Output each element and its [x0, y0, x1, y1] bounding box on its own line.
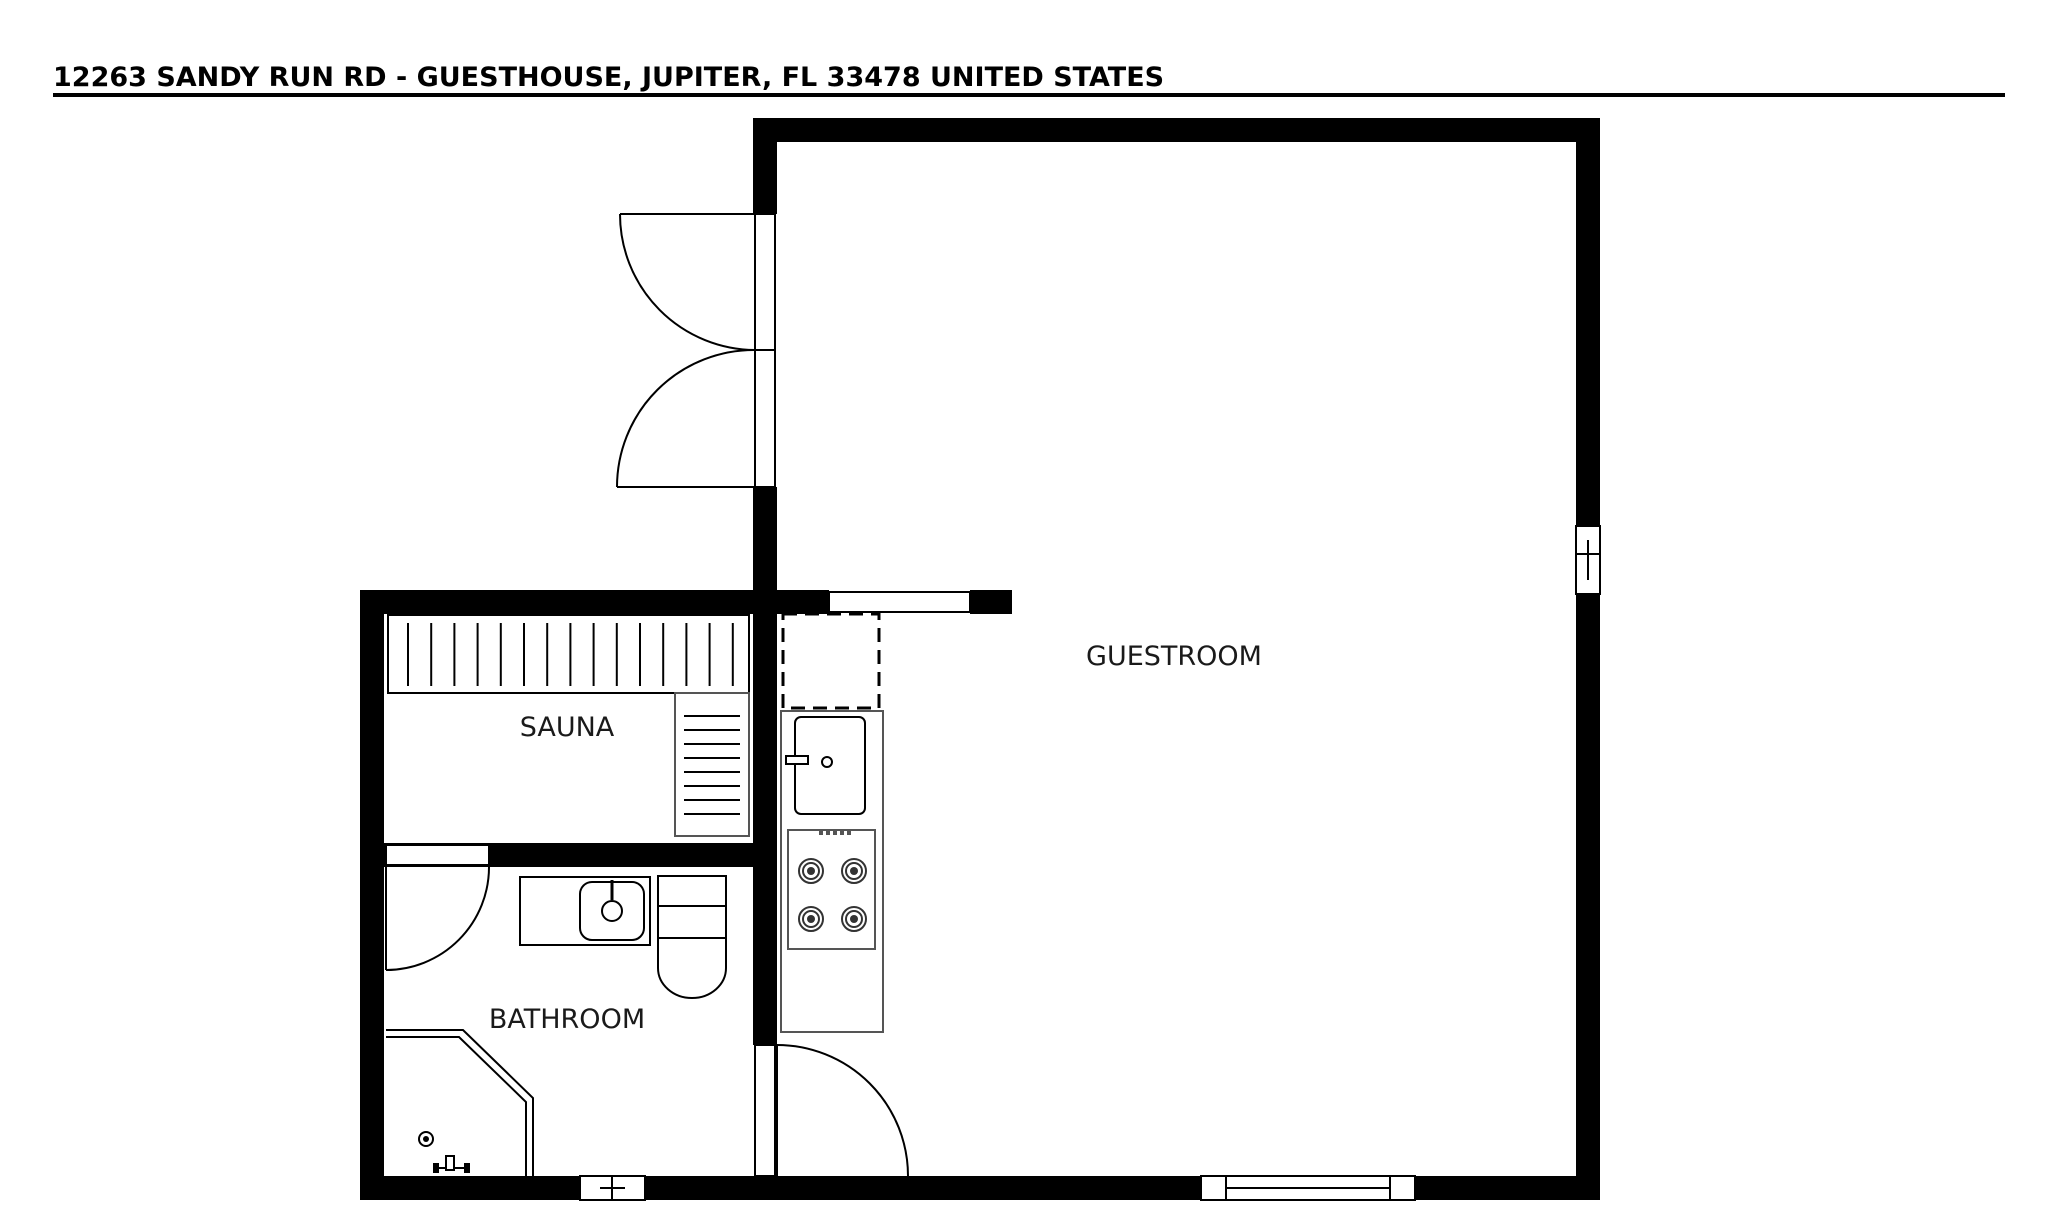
room-label-sauna: SAUNA — [520, 712, 615, 743]
room-label-bathroom: BATHROOM — [489, 1004, 645, 1035]
toilet — [657, 875, 727, 999]
walls — [360, 118, 1600, 1200]
refrigerator-space — [781, 612, 881, 710]
sauna-bench — [387, 614, 750, 694]
address-title: 12263 SANDY RUN RD - GUESTHOUSE, JUPITER… — [53, 62, 1164, 93]
doors — [385, 213, 971, 1177]
sauna-heater — [674, 692, 750, 837]
bathroom-vanity — [519, 876, 651, 946]
room-label-guestroom: GUESTROOM — [1086, 641, 1262, 672]
title-underline — [53, 93, 2005, 97]
stove — [787, 829, 876, 950]
kitchen-sink — [785, 716, 866, 815]
windows — [579, 525, 1601, 1201]
shower — [386, 1029, 534, 1176]
